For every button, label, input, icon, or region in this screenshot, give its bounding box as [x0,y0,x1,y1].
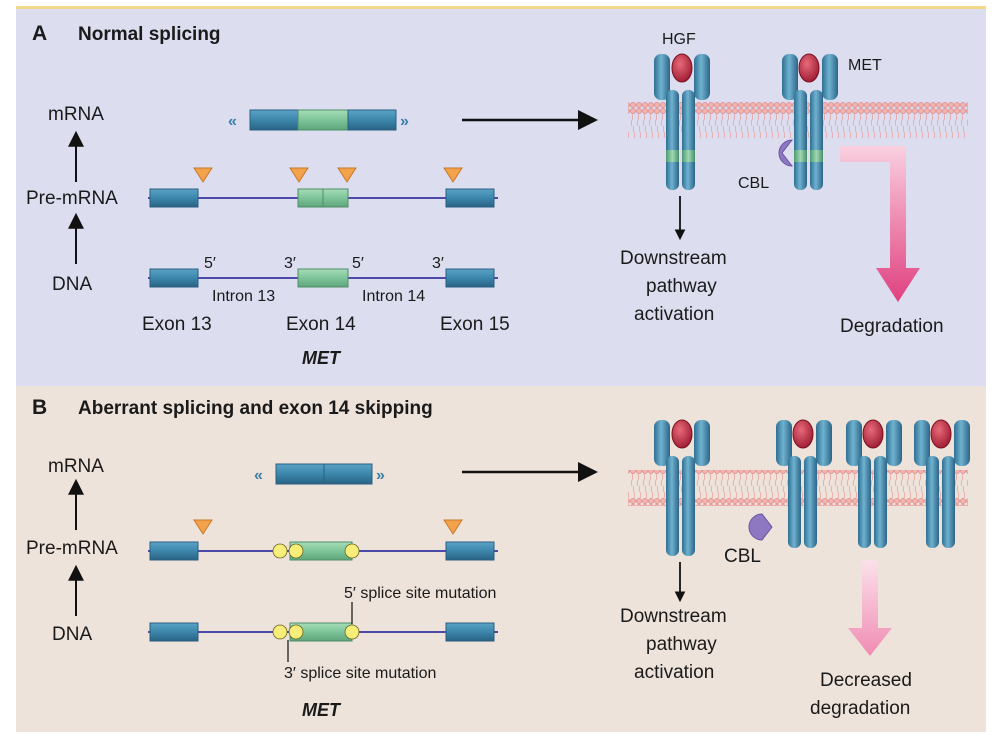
panel-a-downstream-line-3: activation [634,304,714,325]
panel-b-downstream-line-2: pathway [646,634,717,655]
hgf-label: HGF [662,31,696,48]
panel-b-met-receptor-2 [776,420,832,548]
hgf-ligand-b2 [792,419,814,449]
panel-a-mrna-label: mRNA [48,104,104,125]
mutation-stars-premrna [272,543,360,559]
panel-b-letter: B [32,396,47,419]
three-prime-mutation-label: 3′ splice site mutation [284,665,436,682]
panel-b-downstream-line-1: Downstream [620,606,727,627]
panel-b-mrna-label: mRNA [48,456,104,477]
cbl-label-a: CBL [738,175,769,192]
panel-a-gene-label: MET [302,348,342,368]
svg-text:«: « [228,113,237,130]
panel-a-letter: A [32,22,47,45]
panel-a-met-receptor-2 [782,54,838,190]
panel-a-downstream-line-2: pathway [646,276,717,297]
panel-a-mrna-transcript: « » [228,109,409,131]
hgf-ligand-a2 [798,53,820,83]
panel-b-met-receptor-4 [914,420,970,548]
panel-a-premrna-label: Pre-mRNA [26,188,118,209]
panel-a-degradation-label: Degradation [840,316,944,337]
splice-marker-2 [289,167,309,183]
hgf-ligand-b4 [930,419,952,449]
panel-b-degradation-line-2: degradation [810,698,910,719]
splice-marker-3 [337,167,357,183]
exon-15-label: Exon 15 [440,314,510,335]
hgf-ligand-a1 [671,53,693,83]
panel-b-degradation-line-1: Decreased [820,670,912,691]
svg-text:»: » [400,113,409,130]
five-prime-label-2: 5′ [352,255,364,272]
met-label: MET [848,57,882,74]
exon-13-label: Exon 13 [142,314,212,335]
panel-b-dna [148,622,498,642]
panel-a-degradation-arrow [840,146,920,302]
splice-marker-b2 [443,519,463,535]
panel-a-dna-label: DNA [52,274,92,295]
panel-a-dna [148,268,498,288]
intron-13-label: Intron 13 [212,288,275,305]
splice-marker-1 [193,167,213,183]
five-prime-label-1: 5′ [204,255,216,272]
cbl-protein-b [748,513,773,541]
cbl-protein-a [778,139,794,167]
three-prime-label-1: 3′ [284,255,296,272]
panel-b-downstream-line-3: activation [634,662,714,683]
splice-marker-4 [443,167,463,183]
splice-marker-b1 [193,519,213,535]
exon-14-label: Exon 14 [286,314,356,335]
cbl-label-b: CBL [724,546,761,567]
panel-b-gene-label: MET [302,700,342,720]
hgf-ligand-b3 [862,419,884,449]
panel-b-premrna [148,519,498,561]
panel-a-premrna [148,167,498,208]
panel-b-dna-label: DNA [52,624,92,645]
panel-a-title: Normal splicing [78,24,221,45]
panel-b-title: Aberrant splicing and exon 14 skipping [78,398,433,419]
five-prime-mutation-label: 5′ splice site mutation [344,585,496,602]
svg-text:«: « [254,467,263,484]
panel-b-met-receptor-1 [654,420,710,556]
panel-a-downstream-line-1: Downstream [620,248,727,269]
top-border [16,6,986,9]
three-prime-label-2: 3′ [432,255,444,272]
svg-text:»: » [376,467,385,484]
panel-a-met-receptor-1 [654,54,710,190]
hgf-ligand-b1 [671,419,693,449]
panel-b-mrna-transcript: « » [254,463,385,485]
intron-14-label: Intron 14 [362,288,425,305]
panel-b-degradation-arrow [848,560,892,656]
panel-b-premrna-label: Pre-mRNA [26,538,118,559]
panel-b-met-receptor-3 [846,420,902,548]
mutation-stars-dna [272,624,360,640]
